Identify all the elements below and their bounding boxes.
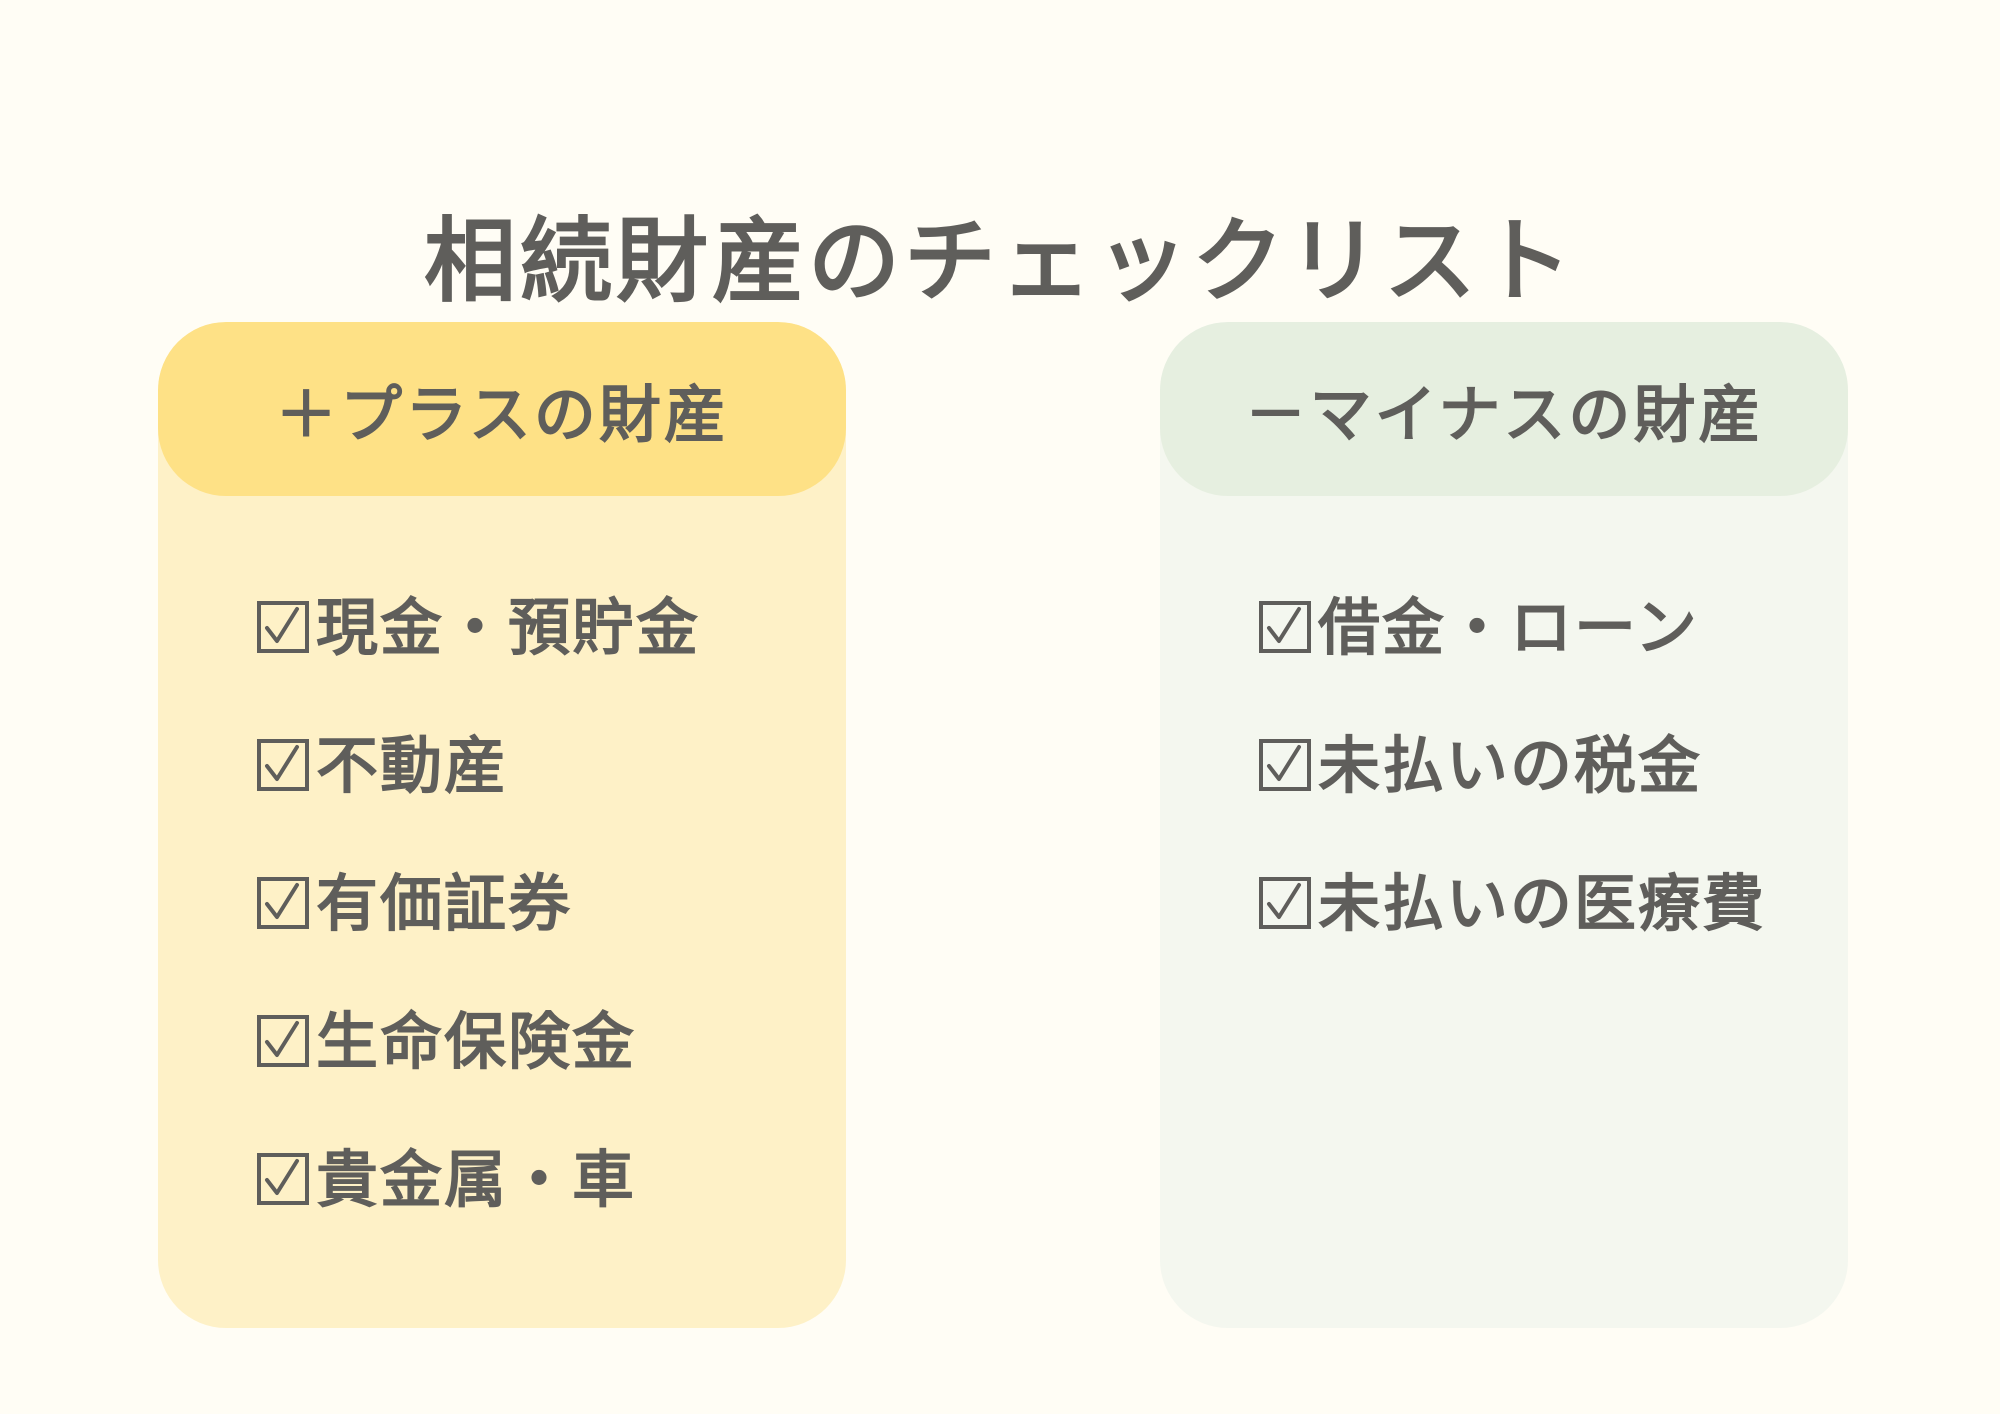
plus-assets-card: ＋プラスの財産 現金・預貯金 不動産 有価証券 生命保険金 貴金属・車 bbox=[158, 322, 846, 1328]
minus-assets-card: －マイナスの財産 借金・ローン 未払いの税金 未払いの医療費 bbox=[1160, 322, 1848, 1328]
list-item: 借金・ローン bbox=[1258, 590, 1766, 728]
list-item-label: 現金・預貯金 bbox=[316, 591, 701, 664]
list-item-label: 貴金属・車 bbox=[316, 1143, 637, 1216]
list-item: 未払いの医療費 bbox=[1258, 866, 1766, 1004]
list-item: 未払いの税金 bbox=[1258, 728, 1766, 866]
list-item: 不動産 bbox=[256, 728, 700, 866]
checkbox-checked-icon bbox=[1258, 876, 1312, 930]
list-item: 有価証券 bbox=[256, 866, 700, 1004]
checkbox-checked-icon bbox=[256, 1014, 310, 1068]
page-title: 相続財産のチェックリスト bbox=[423, 207, 1576, 315]
list-item-label: 未払いの医療費 bbox=[1318, 867, 1767, 940]
checkbox-checked-icon bbox=[256, 1152, 310, 1206]
list-item: 貴金属・車 bbox=[256, 1142, 700, 1280]
checkbox-checked-icon bbox=[1258, 738, 1312, 792]
list-item-label: 借金・ローン bbox=[1318, 591, 1699, 664]
list-item-label: 生命保険金 bbox=[316, 1005, 637, 1078]
plus-assets-list: 現金・預貯金 不動産 有価証券 生命保険金 貴金属・車 bbox=[256, 590, 700, 1280]
list-item: 生命保険金 bbox=[256, 1004, 700, 1142]
list-item-label: 有価証券 bbox=[316, 867, 573, 940]
minus-assets-list: 借金・ローン 未払いの税金 未払いの医療費 bbox=[1258, 590, 1766, 1004]
minus-assets-header: －マイナスの財産 bbox=[1160, 322, 1848, 496]
list-item-label: 不動産 bbox=[316, 729, 509, 802]
list-item: 現金・預貯金 bbox=[256, 590, 700, 728]
checkbox-checked-icon bbox=[256, 600, 310, 654]
plus-assets-header: ＋プラスの財産 bbox=[158, 322, 846, 496]
list-item-label: 未払いの税金 bbox=[1318, 729, 1703, 802]
checkbox-checked-icon bbox=[1258, 600, 1312, 654]
checkbox-checked-icon bbox=[256, 738, 310, 792]
checkbox-checked-icon bbox=[256, 876, 310, 930]
